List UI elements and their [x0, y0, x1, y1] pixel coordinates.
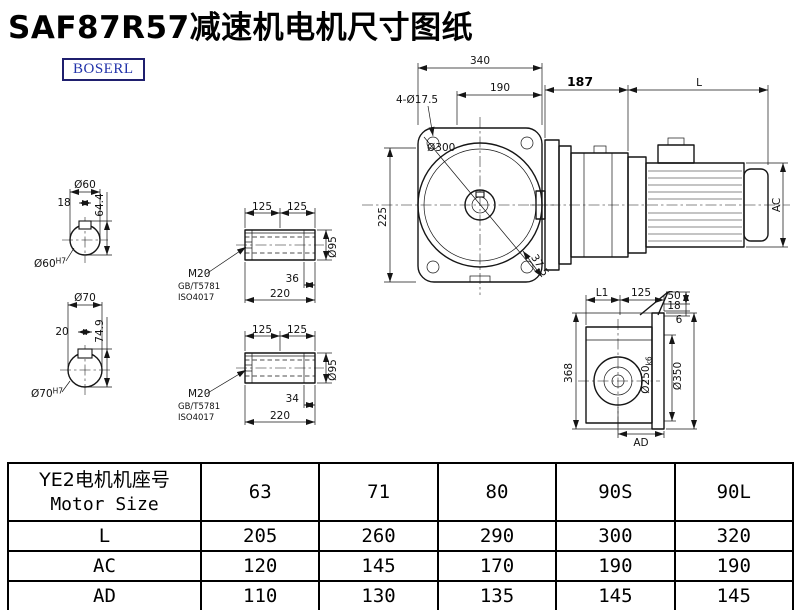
frame-size-63: 63 [199, 462, 321, 522]
shaft-bottom-length-dim: 220 [270, 410, 290, 422]
motor-size-header-cell: YE2电机机座号 Motor Size [7, 462, 202, 522]
table-header-row: YE2电机机座号 Motor Size 63 71 80 90S 90L [7, 462, 795, 522]
AC-value-71: 145 [318, 550, 439, 582]
frame-size-71: 71 [318, 462, 439, 522]
shaft-detail-bottom-outline [244, 352, 316, 384]
row-label-AD: AD [7, 580, 202, 610]
motor-size-header-en: Motor Size [50, 494, 159, 516]
rear-flange-dia-label: Ø350 [672, 362, 684, 390]
shaft-bottom-std2-label: ISO4017 [178, 413, 214, 423]
brand-logo-text: BOSERL [73, 61, 134, 77]
shaft-detail-bottom-dimension-lines [205, 331, 332, 425]
shaft-bottom-dim-125b: 125 [287, 324, 307, 336]
shaft-detail-top-outline [244, 229, 316, 261]
L-value-90L: 320 [673, 520, 795, 552]
front-width-dim: 340 [470, 55, 490, 67]
front-dimension-lines [384, 63, 543, 283]
shaft60-dimension-lines [65, 189, 112, 262]
row-label-L: L [7, 520, 202, 552]
AC-value-90S: 190 [555, 550, 676, 582]
rear-125-dim: 125 [631, 287, 651, 299]
shaft60-section: Ø60 18 64.4 Ø60H7 [34, 179, 112, 270]
shaft60-keyway [78, 220, 92, 230]
rear-spigot-dia-label: Ø250k6 [640, 356, 654, 394]
shaft-top-std1-label: GB/T5781 [178, 282, 220, 292]
shaft-top-key-dim: 36 [286, 273, 300, 285]
L-value-71: 260 [318, 520, 439, 552]
AD-value-90L: 145 [673, 580, 795, 610]
motor-size-table: YE2电机机座号 Motor Size 63 71 80 90S 90L L 2… [7, 462, 795, 610]
shaft60-keywidth-dim: 18 [57, 197, 70, 209]
shaft-bottom-std1-label: GB/T5781 [178, 402, 220, 412]
side-gear-dim: 187 [567, 74, 593, 89]
brand-logo: BOSERL [62, 58, 145, 81]
rear-368-dim: 368 [563, 363, 575, 383]
shaft70-keyheight-dim: 74.9 [94, 319, 106, 342]
shaft60-keyheight-dim: 64.4 [94, 193, 106, 217]
row-label-AC: AC [7, 550, 202, 582]
shaft-top-thread-label: M20 [188, 268, 210, 280]
technical-drawing: 340 190 4-Ø17.5 Ø300 225 37.5 [31, 55, 790, 449]
shaft70-section: Ø70 20 74.9 Ø70H7 [31, 292, 112, 400]
front-dia-label: Ø300 [427, 142, 455, 154]
shaft70-bore-label: Ø70H7 [31, 387, 63, 401]
shaft70-dia-label: Ø70 [74, 292, 96, 304]
shaft70-keyway [77, 348, 93, 359]
shaft-top-dim-125b: 125 [287, 201, 307, 213]
AD-value-63: 110 [199, 580, 321, 610]
front-offset-dim: 37.5 [528, 252, 551, 278]
AD-value-71: 130 [318, 580, 439, 610]
shaft70-dimension-lines [61, 302, 112, 393]
side-motor-dim: L [696, 77, 702, 89]
shaft-bottom-thread-label: M20 [188, 388, 210, 400]
L-value-63: 205 [199, 520, 321, 552]
AC-value-63: 120 [199, 550, 321, 582]
front-holes-label: 4-Ø17.5 [396, 94, 438, 106]
side-outline [535, 137, 769, 271]
front-flange-dim: 190 [490, 82, 510, 94]
rear-view: L1 125 50 18 6 368 Ø250k6 Ø350 AD [563, 287, 697, 449]
table-row-L: L 205 260 290 300 320 [7, 520, 795, 552]
rear-6-dim: 6 [676, 314, 683, 326]
rear-outline [585, 291, 669, 430]
shaft70-keywidth-dim: 20 [55, 326, 68, 338]
table-row-AC: AC 120 145 170 190 190 [7, 550, 795, 582]
AD-value-80: 135 [436, 580, 558, 610]
front-view: 340 190 4-Ø17.5 Ø300 225 37.5 [362, 55, 556, 295]
L-value-90S: 300 [555, 520, 676, 552]
AC-value-80: 170 [436, 550, 558, 582]
AC-value-90L: 190 [673, 550, 795, 582]
motor-size-header-cn: YE2电机机座号 [39, 469, 170, 492]
shaft-bottom-dim-125a: 125 [252, 324, 272, 336]
rear-ad-dim: AD [633, 437, 648, 449]
rear-18-dim: 18 [667, 300, 680, 312]
shaft-top-std2-label: ISO4017 [178, 293, 214, 303]
shaft-top-dia-dim: Ø95 [327, 236, 339, 258]
shaft-bottom-key-dim: 34 [286, 393, 300, 405]
AD-value-90S: 145 [555, 580, 676, 610]
front-centerlines [362, 117, 556, 295]
motor-fins [648, 170, 742, 242]
front-height-dim: 225 [377, 207, 389, 227]
frame-size-90S: 90S [555, 462, 676, 522]
page-title: SAF87R57减速机电机尺寸图纸 [8, 10, 474, 46]
shaft-bottom-dia-dim: Ø95 [327, 359, 339, 381]
table-row-AD: AD 110 130 135 145 145 [7, 580, 795, 610]
shaft-detail-top-dimension-lines [205, 208, 332, 303]
frame-size-80: 80 [436, 462, 558, 522]
shaft60-bore-label: Ø60H7 [34, 257, 66, 271]
shaft-detail-bottom: 125 125 M20 GB/T5781 ISO4017 34 220 Ø95 [178, 324, 339, 425]
side-ac-dim: AC [771, 198, 783, 212]
side-view: 187 L AC [530, 74, 790, 271]
shaft-top-dim-125a: 125 [252, 201, 272, 213]
rear-50-dim: 50 [667, 290, 680, 302]
shaft-detail-top: 125 125 M20 GB/T5781 ISO4017 36 220 Ø95 [178, 201, 339, 303]
L-value-80: 290 [436, 520, 558, 552]
side-dimension-lines [544, 85, 788, 248]
frame-size-90L: 90L [673, 462, 795, 522]
rear-l1-dim: L1 [596, 287, 609, 299]
shaft-top-length-dim: 220 [270, 288, 290, 300]
shaft60-dia-label: Ø60 [74, 179, 96, 191]
rear-dimension-lines [572, 291, 697, 438]
